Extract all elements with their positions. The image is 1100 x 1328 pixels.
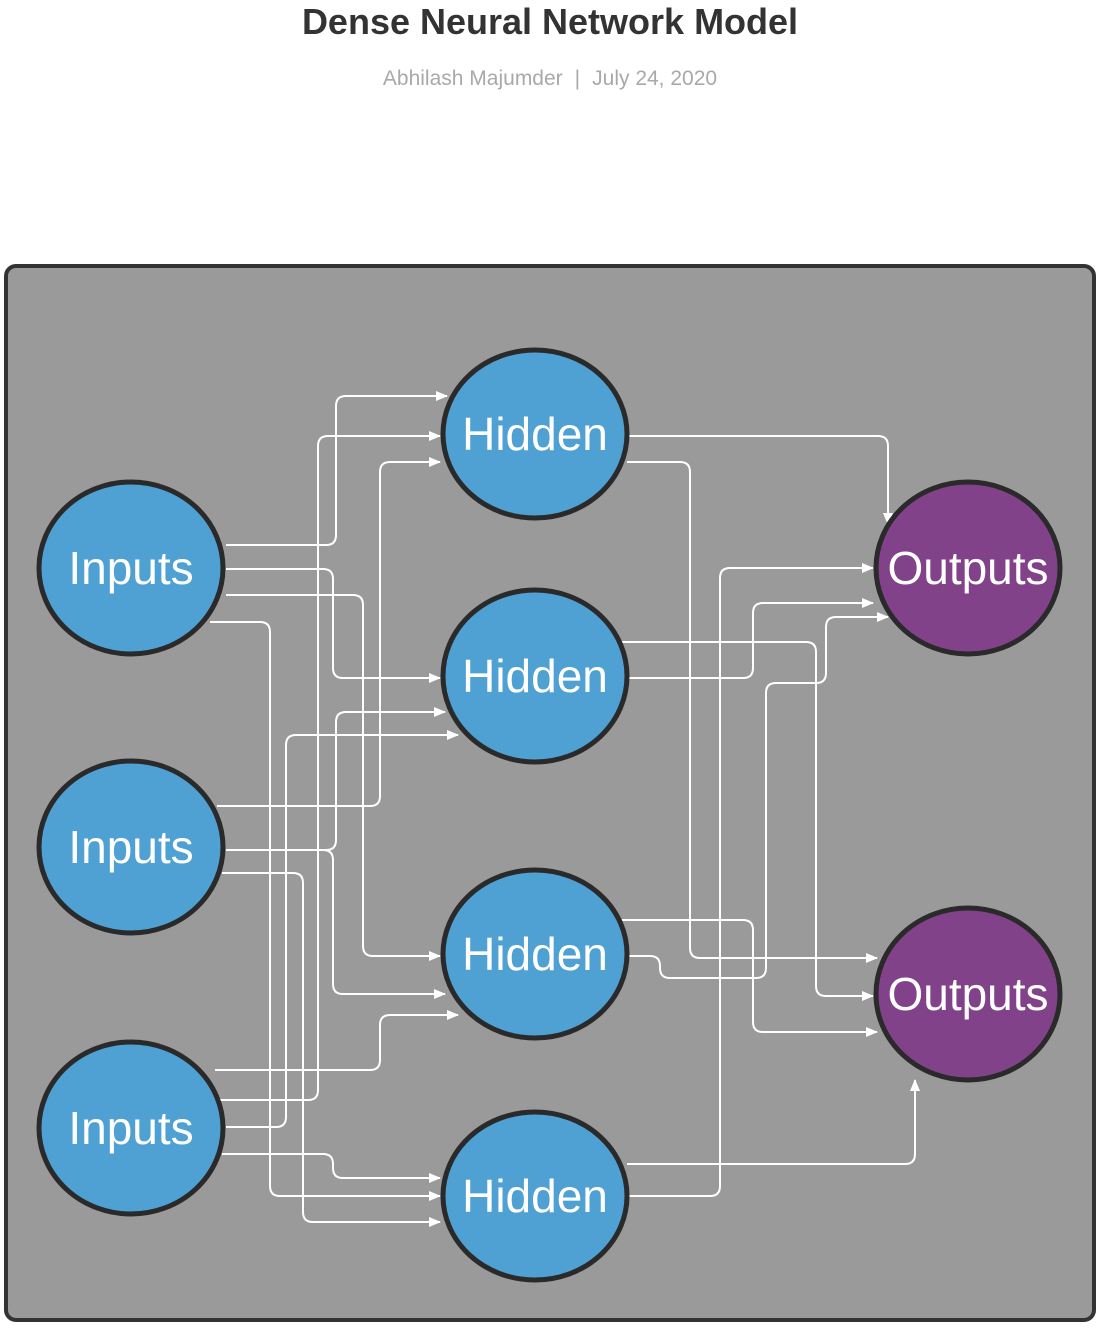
edge-in1-h4: [210, 621, 441, 1201]
document-title: Dense Neural Network Model: [301, 1, 799, 42]
edge-h1-o2: [627, 461, 878, 963]
edge-in3-h3: [215, 1010, 459, 1071]
edge-h4-o1: [627, 563, 874, 1197]
output-node-label: Outputs: [887, 968, 1048, 1020]
input-node-in1: Inputs: [36, 479, 226, 657]
edge-h1-o1: [627, 435, 893, 525]
hidden-node-circle: [440, 867, 630, 1041]
edge-in3-h2: [226, 730, 459, 1128]
hidden-node-label: Hidden: [462, 928, 608, 980]
hidden-node-circle: [440, 347, 630, 521]
hidden-node-circle: [440, 587, 630, 765]
input-node-label: Inputs: [68, 542, 193, 594]
hidden-node-h4: Hidden: [440, 1109, 630, 1283]
hidden-node-label: Hidden: [462, 408, 608, 460]
input-node-in3: Inputs: [36, 1039, 226, 1217]
hidden-node-h2: Hidden: [440, 587, 630, 765]
edge-h2-o1: [627, 598, 874, 679]
input-node-circle: [36, 758, 226, 936]
input-node-circle: [36, 479, 226, 657]
edge-in3-h1: [215, 431, 441, 1101]
output-node-o2: Outputs: [873, 905, 1063, 1083]
hidden-node-h1: Hidden: [440, 347, 630, 521]
edge-h4-o2: [627, 1079, 920, 1165]
input-node-in2: Inputs: [36, 758, 226, 936]
publish-date: July 24, 2020: [592, 67, 718, 90]
output-node-o1: Outputs: [873, 479, 1063, 657]
output-node-circle: [873, 905, 1063, 1083]
edge-h3-o2: [622, 919, 878, 1037]
hidden-node-h3: Hidden: [440, 867, 630, 1041]
diagram-canvas: [4, 264, 1096, 1322]
hidden-node-circle: [440, 1109, 630, 1283]
input-node-label: Inputs: [68, 821, 193, 873]
edge-in2-h4: [222, 872, 441, 1227]
node-layer: InputsInputsInputsHiddenHiddenHiddenHidd…: [36, 347, 1063, 1283]
output-node-circle: [873, 479, 1063, 657]
hidden-node-label: Hidden: [462, 650, 608, 702]
edge-h3-o1: [627, 612, 889, 979]
edge-in3-h4: [222, 1153, 441, 1183]
edge-in1-h1: [226, 391, 448, 546]
edge-in2-h1: [217, 457, 441, 807]
edge-in2-h3: [226, 849, 446, 999]
input-node-circle: [36, 1039, 226, 1217]
edge-in1-h2: [226, 568, 441, 683]
edge-h2-o2: [622, 641, 874, 1001]
author-name: Abhilash Majumder: [382, 67, 563, 90]
edge-layer: [210, 391, 920, 1227]
document-meta: Abhilash Majumder | July 24, 2020: [0, 64, 1100, 94]
meta-separator: |: [574, 67, 581, 90]
edge-in1-h3: [226, 594, 441, 961]
edge-in2-h2: [226, 707, 446, 851]
output-node-label: Outputs: [887, 542, 1048, 594]
input-node-label: Inputs: [68, 1102, 193, 1154]
hidden-node-label: Hidden: [462, 1170, 608, 1222]
